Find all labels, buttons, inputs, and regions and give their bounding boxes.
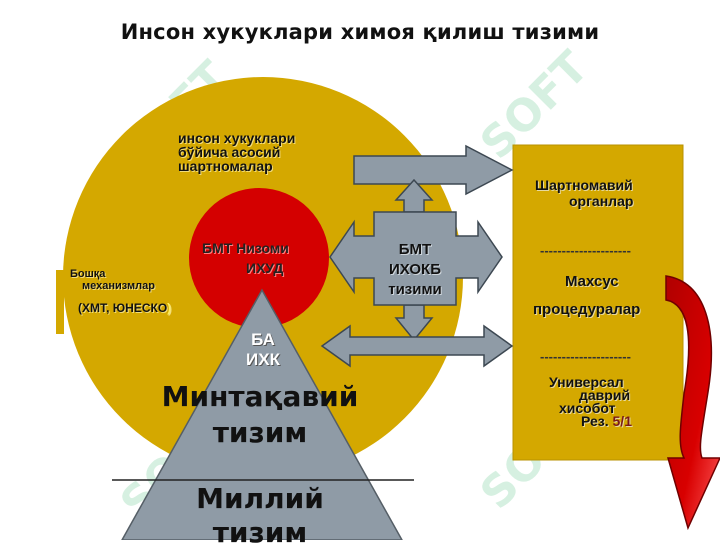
un-charter-circle <box>189 188 329 328</box>
ohchr-label: БМТ ИХОКБ тизими <box>374 240 456 300</box>
panel-divider: --------------------- <box>540 349 631 364</box>
un-charter-label-line-2: ИХУД <box>246 260 284 276</box>
treaties-arrow <box>353 144 514 196</box>
ohchr-vertical-arrow <box>394 178 434 213</box>
regional-national-pyramid <box>121 288 403 540</box>
nhri-label-line-2: ИХК <box>246 350 280 369</box>
special-procedures-line-1: Махсус <box>565 273 619 290</box>
ohchr-label-line-1: БМТ <box>398 241 432 258</box>
upr-resolution-number: 5/1 <box>612 413 632 429</box>
un-charter-label: БМТ Низоми ИХУД <box>196 238 324 278</box>
upr-curved-arrow <box>665 275 720 531</box>
regional-system-line-1: Минтақавий <box>161 380 359 413</box>
left-edge-cut <box>56 270 64 334</box>
national-system-line-2: тизим <box>212 516 308 549</box>
ohchr-four-way-arrow <box>329 211 503 306</box>
ohchr-vertical-arrow-bottom <box>394 304 434 342</box>
upr-resolution: Рез. 5/1 <box>549 413 632 429</box>
other-mechanisms-line-1: Бошқа <box>70 268 106 280</box>
nhri-label-line-1: БА <box>251 330 275 349</box>
regional-system-line-2: тизим <box>212 416 308 449</box>
upr-label: Универсал даврий хисобот Рез. 5/1 <box>549 374 632 429</box>
upr-line-2: даврий <box>579 387 631 403</box>
treaties-label-line-2: бўйича асосий <box>178 144 281 160</box>
ohchr-label-line-2: ИХОКБ <box>388 261 441 278</box>
regional-double-arrow <box>320 324 514 368</box>
national-system-line-1: Миллий <box>196 482 324 515</box>
upr-line-3: хисобот <box>559 400 616 416</box>
nhri-label: БА ИХК <box>230 330 296 370</box>
ohchr-label-line-3: тизими <box>388 281 442 298</box>
other-mechanisms-line-2: механизмлар <box>82 280 155 292</box>
other-mechanisms-line-3: (ХМТ, ЮНЕСКО) <box>70 302 171 314</box>
other-mechanisms-paren: ) <box>167 301 172 315</box>
treaty-bodies-line-2: органлар <box>569 193 634 209</box>
un-charter-label-line-1: БМТ Низоми <box>202 240 289 256</box>
treaty-bodies-line-1: Шартномавий <box>535 177 633 193</box>
special-procedures-label: Махсус процедуралар <box>533 268 640 324</box>
treaties-label-line-3: шартномалар <box>178 158 273 174</box>
treaty-bodies-label: Шартномавий органлар <box>535 177 633 209</box>
mechanisms-panel <box>512 144 684 461</box>
upr-resolution-prefix: Рез. <box>581 413 609 429</box>
page-title: Инсон хукуклари химоя қилиш тизими <box>120 20 600 44</box>
other-mechanisms-label: Бошқа механизмлар (ХМТ, ЮНЕСКО) <box>70 268 171 314</box>
treaties-label-line-1: инсон хукуклари <box>178 130 296 146</box>
special-procedures-line-2: процедуралар <box>533 301 641 318</box>
panel-divider: --------------------- <box>540 243 631 258</box>
treaties-label: инсон хукуклари бўйича асосий шартномала… <box>178 131 295 173</box>
other-mechanisms-orgs: (ХМТ, ЮНЕСКО <box>78 301 168 315</box>
regional-system-label: Минтақавий тизим <box>130 379 390 451</box>
upr-line-1: Универсал <box>549 374 624 390</box>
